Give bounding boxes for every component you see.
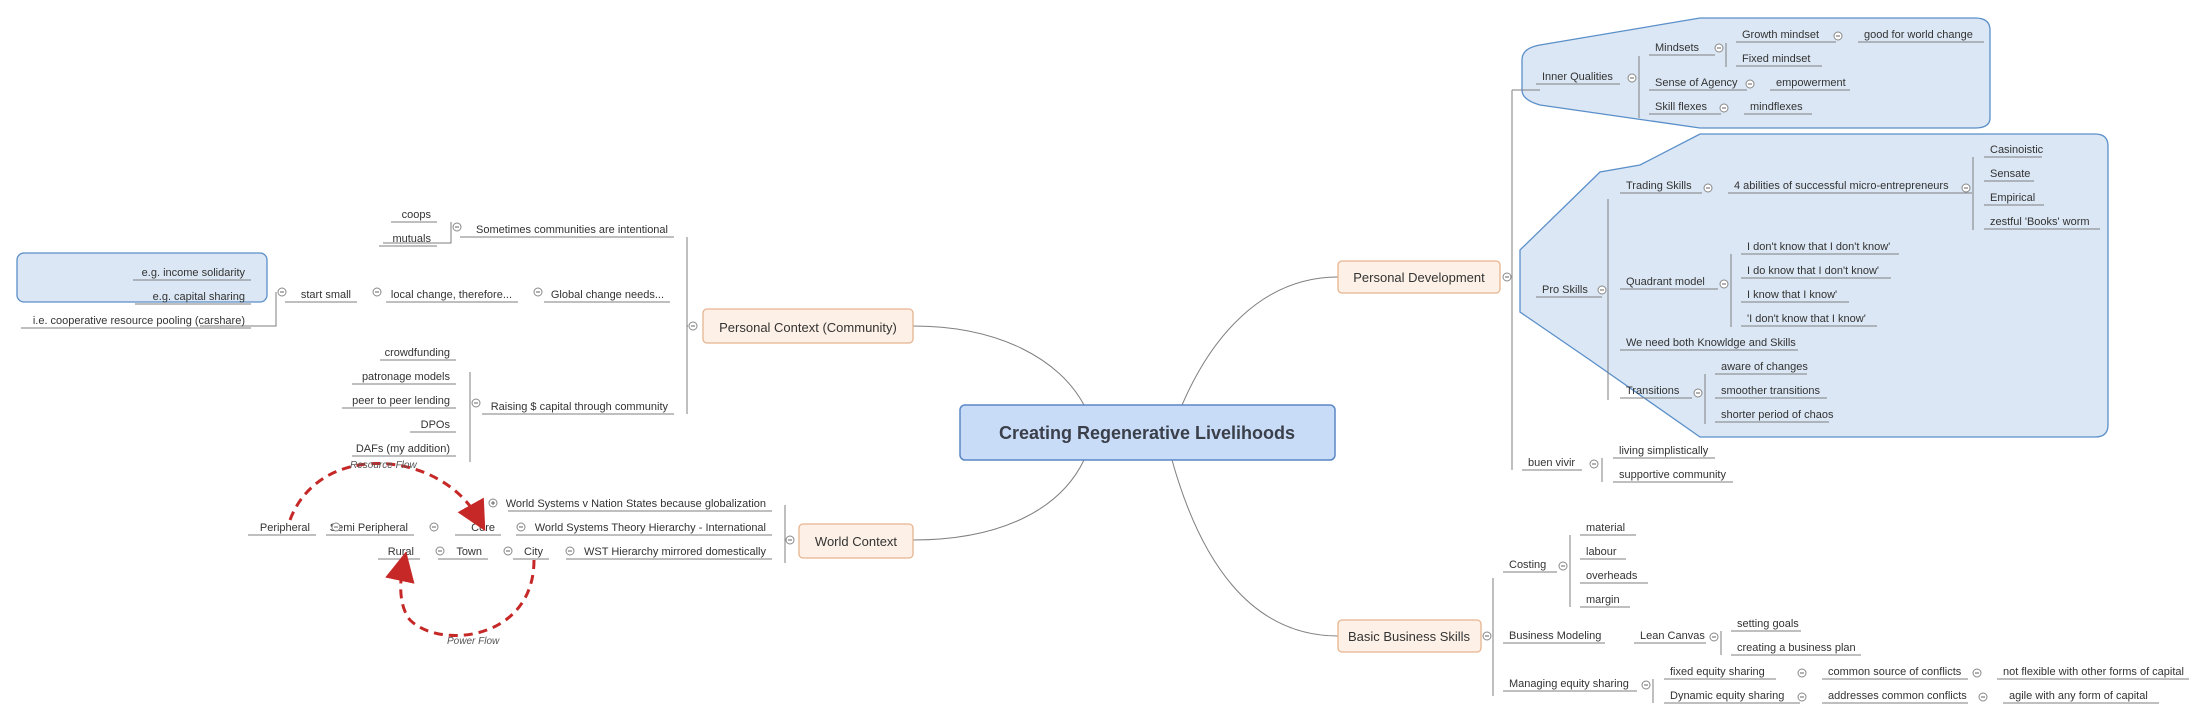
node-start-small[interactable]: start small (301, 289, 351, 301)
central-topic-label: Creating Regenerative Livelihoods (999, 423, 1295, 443)
node-pro-skills[interactable]: Pro Skills (1542, 284, 1588, 296)
node-quadrant-1[interactable]: I don't know that I don't know' (1747, 241, 1890, 253)
node-income-solidarity[interactable]: e.g. income solidarity (142, 267, 246, 279)
node-smoother[interactable]: smoother transitions (1721, 385, 1821, 397)
branch-basic-business-skills[interactable]: Basic Business Skills (1337, 619, 1482, 653)
node-skill-flexes[interactable]: Skill flexes (1655, 101, 1707, 113)
node-mindflexes[interactable]: mindflexes (1750, 101, 1803, 113)
node-dynamic-equity[interactable]: Dynamic equity sharing (1670, 690, 1784, 702)
node-dynamic-conflict[interactable]: addresses common conflicts (1828, 690, 1967, 702)
node-town[interactable]: Town (456, 546, 482, 558)
node-raising-capital[interactable]: Raising $ capital through community (491, 401, 669, 413)
node-zestful[interactable]: zestful 'Books' worm (1990, 216, 2090, 228)
node-casinoistic[interactable]: Casinoistic (1990, 144, 2044, 156)
node-lean-canvas[interactable]: Lean Canvas (1640, 630, 1705, 642)
node-business-plan[interactable]: creating a business plan (1737, 642, 1856, 654)
node-sense-of-agency[interactable]: Sense of Agency (1655, 77, 1738, 89)
power-flow-label: Power Flow (447, 636, 500, 647)
node-living-simply[interactable]: living simplistically (1619, 445, 1709, 457)
start-small-items-connector (200, 292, 277, 327)
node-empirical[interactable]: Empirical (1990, 192, 2035, 204)
power-flow-arrow (385, 551, 536, 638)
relationship-arrows: Resource Flow Power Flow (288, 460, 536, 647)
node-fixed-conflict[interactable]: common source of conflicts (1828, 666, 1962, 678)
node-aware-changes[interactable]: aware of changes (1721, 361, 1808, 373)
pro-skills-boundary (1519, 133, 2109, 438)
node-wst-domestic[interactable]: WST Hierarchy mirrored domestically (584, 546, 766, 558)
node-growth-note[interactable]: good for world change (1864, 29, 1973, 41)
node-labour[interactable]: labour (1586, 546, 1617, 558)
node-core[interactable]: Core (471, 522, 495, 534)
node-intentional[interactable]: Sometimes communities are intentional (476, 224, 668, 236)
main-connectors (912, 276, 1339, 637)
node-patronage[interactable]: patronage models (362, 371, 451, 383)
node-dynamic-flex[interactable]: agile with any form of capital (2009, 690, 2148, 702)
node-supportive-community[interactable]: supportive community (1619, 469, 1726, 481)
node-costing[interactable]: Costing (1509, 559, 1546, 571)
node-trading-skills[interactable]: Trading Skills (1626, 180, 1692, 192)
node-setting-goals[interactable]: setting goals (1737, 618, 1799, 630)
node-carshare[interactable]: i.e. cooperative resource pooling (carsh… (33, 315, 245, 327)
node-city[interactable]: City (524, 546, 543, 558)
resource-flow-arrow (288, 462, 486, 532)
node-mindsets[interactable]: Mindsets (1655, 42, 1700, 54)
node-global-change[interactable]: Global change needs... (551, 289, 664, 301)
node-crowdfunding[interactable]: crowdfunding (385, 347, 450, 359)
node-quadrant-2[interactable]: I do know that I don't know' (1747, 265, 1879, 277)
node-capital-sharing[interactable]: e.g. capital sharing (153, 291, 245, 303)
coops-mutuals-connector (383, 227, 452, 244)
node-sensate[interactable]: Sensate (1990, 168, 2030, 180)
node-inner-qualities[interactable]: Inner Qualities (1542, 71, 1613, 83)
node-four-abilities[interactable]: 4 abilities of successful micro-entrepre… (1734, 180, 1949, 192)
node-knowledge-skills[interactable]: We need both Knowldge and Skills (1626, 337, 1796, 349)
start-small-boundary (16, 252, 268, 303)
node-shorter-chaos[interactable]: shorter period of chaos (1721, 409, 1834, 421)
node-overheads[interactable]: overheads (1586, 570, 1638, 582)
branch-personal-development[interactable]: Personal Development (1337, 260, 1501, 294)
node-semi-peripheral[interactable]: Semi Peripheral (330, 522, 408, 534)
node-equity-sharing[interactable]: Managing equity sharing (1509, 678, 1629, 690)
node-growth-mindset[interactable]: Growth mindset (1742, 29, 1819, 41)
node-margin[interactable]: margin (1586, 594, 1620, 606)
resource-flow-label: Resource Flow (350, 460, 417, 471)
node-p2p-lending[interactable]: peer to peer lending (352, 395, 450, 407)
node-rural[interactable]: Rural (388, 546, 414, 558)
node-fixed-flex[interactable]: not flexible with other forms of capital (2003, 666, 2184, 678)
node-dafs[interactable]: DAFs (my addition) (356, 443, 450, 455)
branch-personal-context-label: Personal Context (Community) (719, 320, 897, 335)
branch-world-context-label: World Context (815, 534, 898, 549)
node-mutuals[interactable]: mutuals (392, 233, 431, 245)
node-dpos[interactable]: DPOs (421, 419, 451, 431)
branch-personal-development-label: Personal Development (1353, 270, 1485, 285)
node-wst[interactable]: World Systems Theory Hierarchy - Interna… (535, 522, 766, 534)
node-local-change[interactable]: local change, therefore... (391, 289, 512, 301)
node-transitions[interactable]: Transitions (1626, 385, 1680, 397)
node-buen-vivir[interactable]: buen vivir (1528, 457, 1575, 469)
node-material[interactable]: material (1586, 522, 1625, 534)
branch-personal-context[interactable]: Personal Context (Community) (702, 308, 914, 344)
node-business-modeling[interactable]: Business Modeling (1509, 630, 1601, 642)
node-fixed-mindset[interactable]: Fixed mindset (1742, 53, 1810, 65)
branch-basic-business-skills-label: Basic Business Skills (1348, 629, 1471, 644)
central-topic[interactable]: Creating Regenerative Livelihoods (959, 404, 1336, 461)
node-quadrant-model[interactable]: Quadrant model (1626, 276, 1705, 288)
node-peripheral[interactable]: Peripheral (260, 522, 310, 534)
node-quadrant-4[interactable]: 'I don't know that I know' (1747, 313, 1866, 325)
branch-world-context[interactable]: World Context (798, 523, 914, 559)
node-quadrant-3[interactable]: I know that I know' (1747, 289, 1837, 301)
node-empowerment[interactable]: empowerment (1776, 77, 1846, 89)
node-wsvns[interactable]: World Systems v Nation States because gl… (506, 498, 766, 510)
node-coops[interactable]: coops (402, 209, 432, 221)
node-fixed-equity[interactable]: fixed equity sharing (1670, 666, 1765, 678)
